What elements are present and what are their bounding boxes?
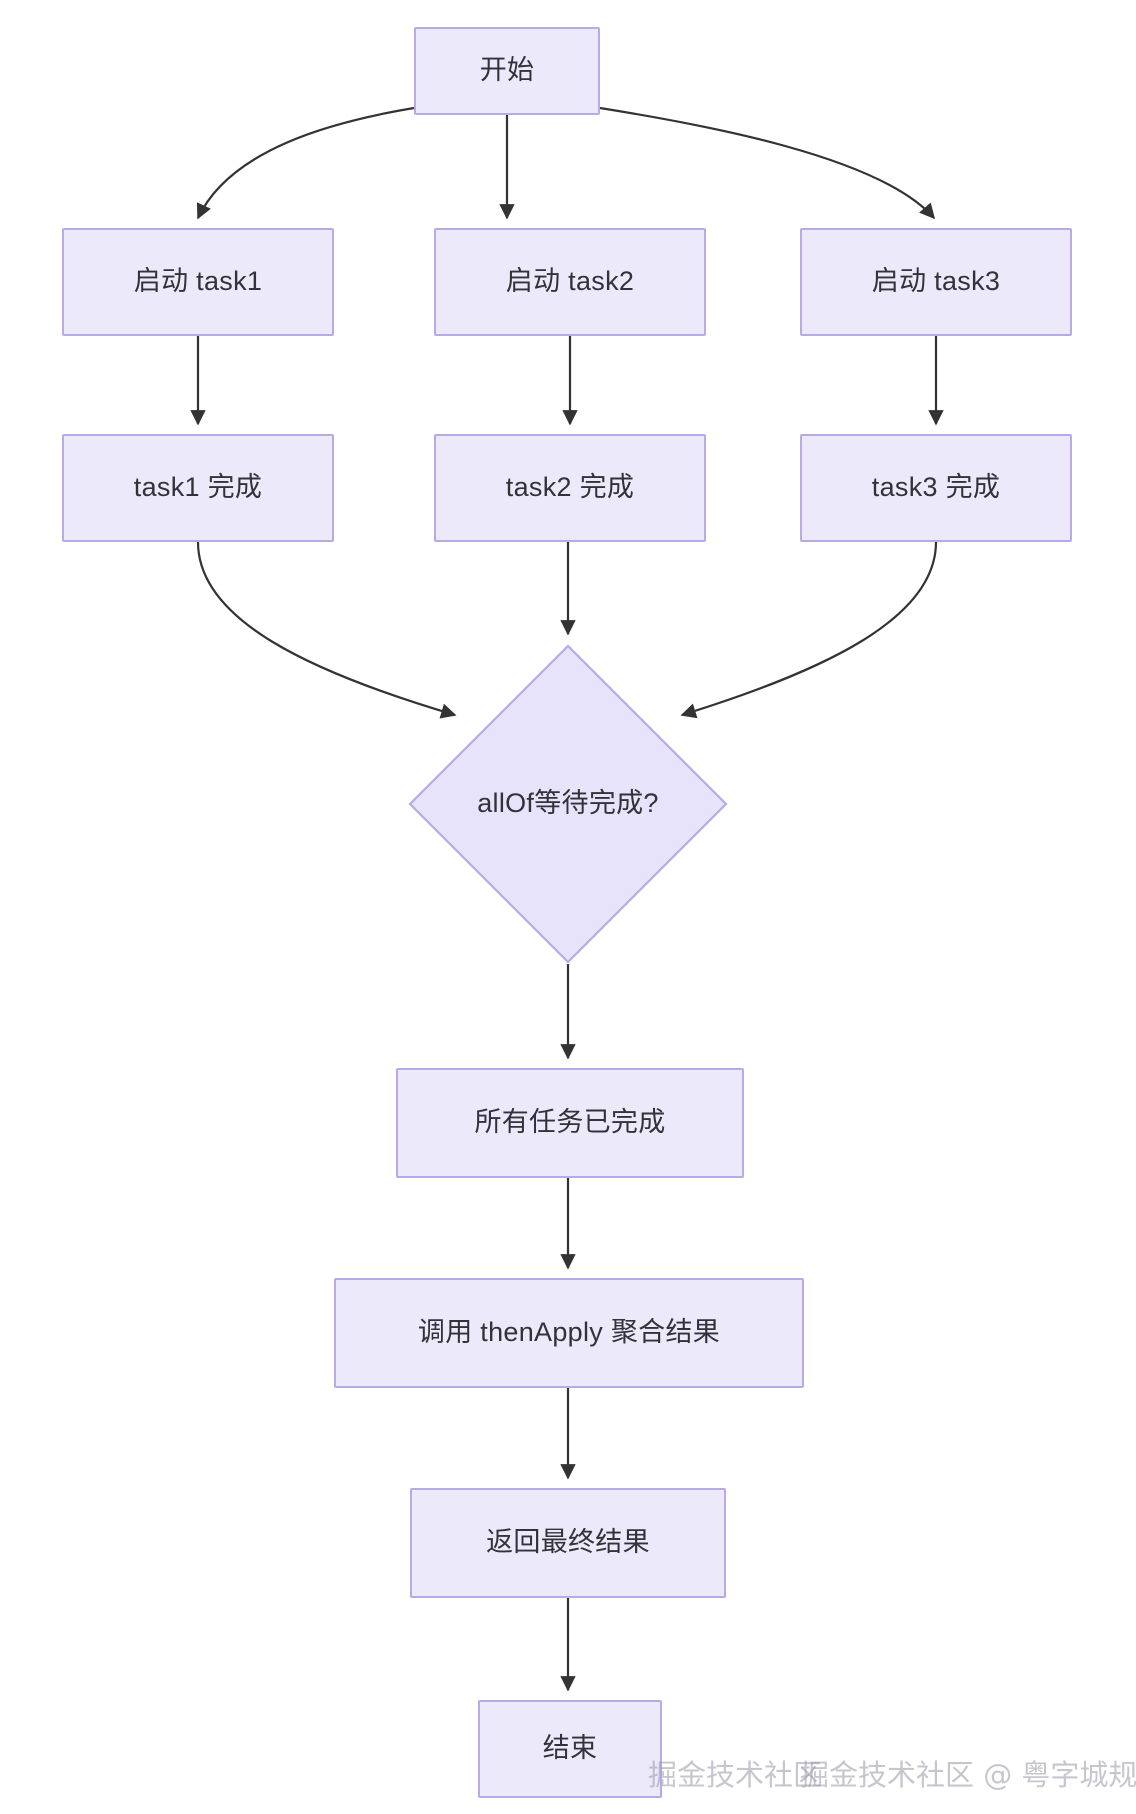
node-task1-done-label: task1 完成 [133,472,263,503]
node-task1-done[interactable]: task1 完成 [62,434,334,542]
node-start-task3-label: 启动 task3 [871,266,1001,297]
node-start-task1[interactable]: 启动 task1 [62,228,334,336]
edge-start-task1 [196,106,415,220]
node-allof-decision-label: allOf等待完成? [477,788,659,819]
node-start-task2[interactable]: 启动 task2 [434,228,706,336]
watermark-left: 掘金技术社区 [648,1758,823,1792]
node-start[interactable]: 开始 [414,27,600,115]
node-then-apply-label: 调用 thenApply 聚合结果 [417,1317,721,1348]
node-start-task1-label: 启动 task1 [133,266,263,297]
node-task2-done[interactable]: task2 完成 [434,434,706,542]
watermark-right: 掘金技术社区 @ 粤字城规 [800,1758,1136,1792]
node-all-tasks-done-label: 所有任务已完成 [474,1107,666,1138]
node-start-task3[interactable]: 启动 task3 [800,228,1072,336]
node-task3-done[interactable]: task3 完成 [800,434,1072,542]
node-end-label: 结束 [542,1733,598,1764]
node-task3-done-label: task3 完成 [871,472,1001,503]
edge-start-task3 [599,106,936,220]
node-start-label: 开始 [479,55,535,86]
node-return-result[interactable]: 返回最终结果 [410,1488,726,1598]
node-start-task2-label: 启动 task2 [505,266,635,297]
node-task2-done-label: task2 完成 [505,472,635,503]
diamond-shape-icon [408,644,728,964]
node-allof-decision[interactable]: allOf等待完成? [408,644,728,964]
node-then-apply[interactable]: 调用 thenApply 聚合结果 [334,1278,804,1388]
node-all-tasks-done[interactable]: 所有任务已完成 [396,1068,744,1178]
node-end[interactable]: 结束 [478,1700,662,1798]
node-return-result-label: 返回最终结果 [486,1527,650,1558]
